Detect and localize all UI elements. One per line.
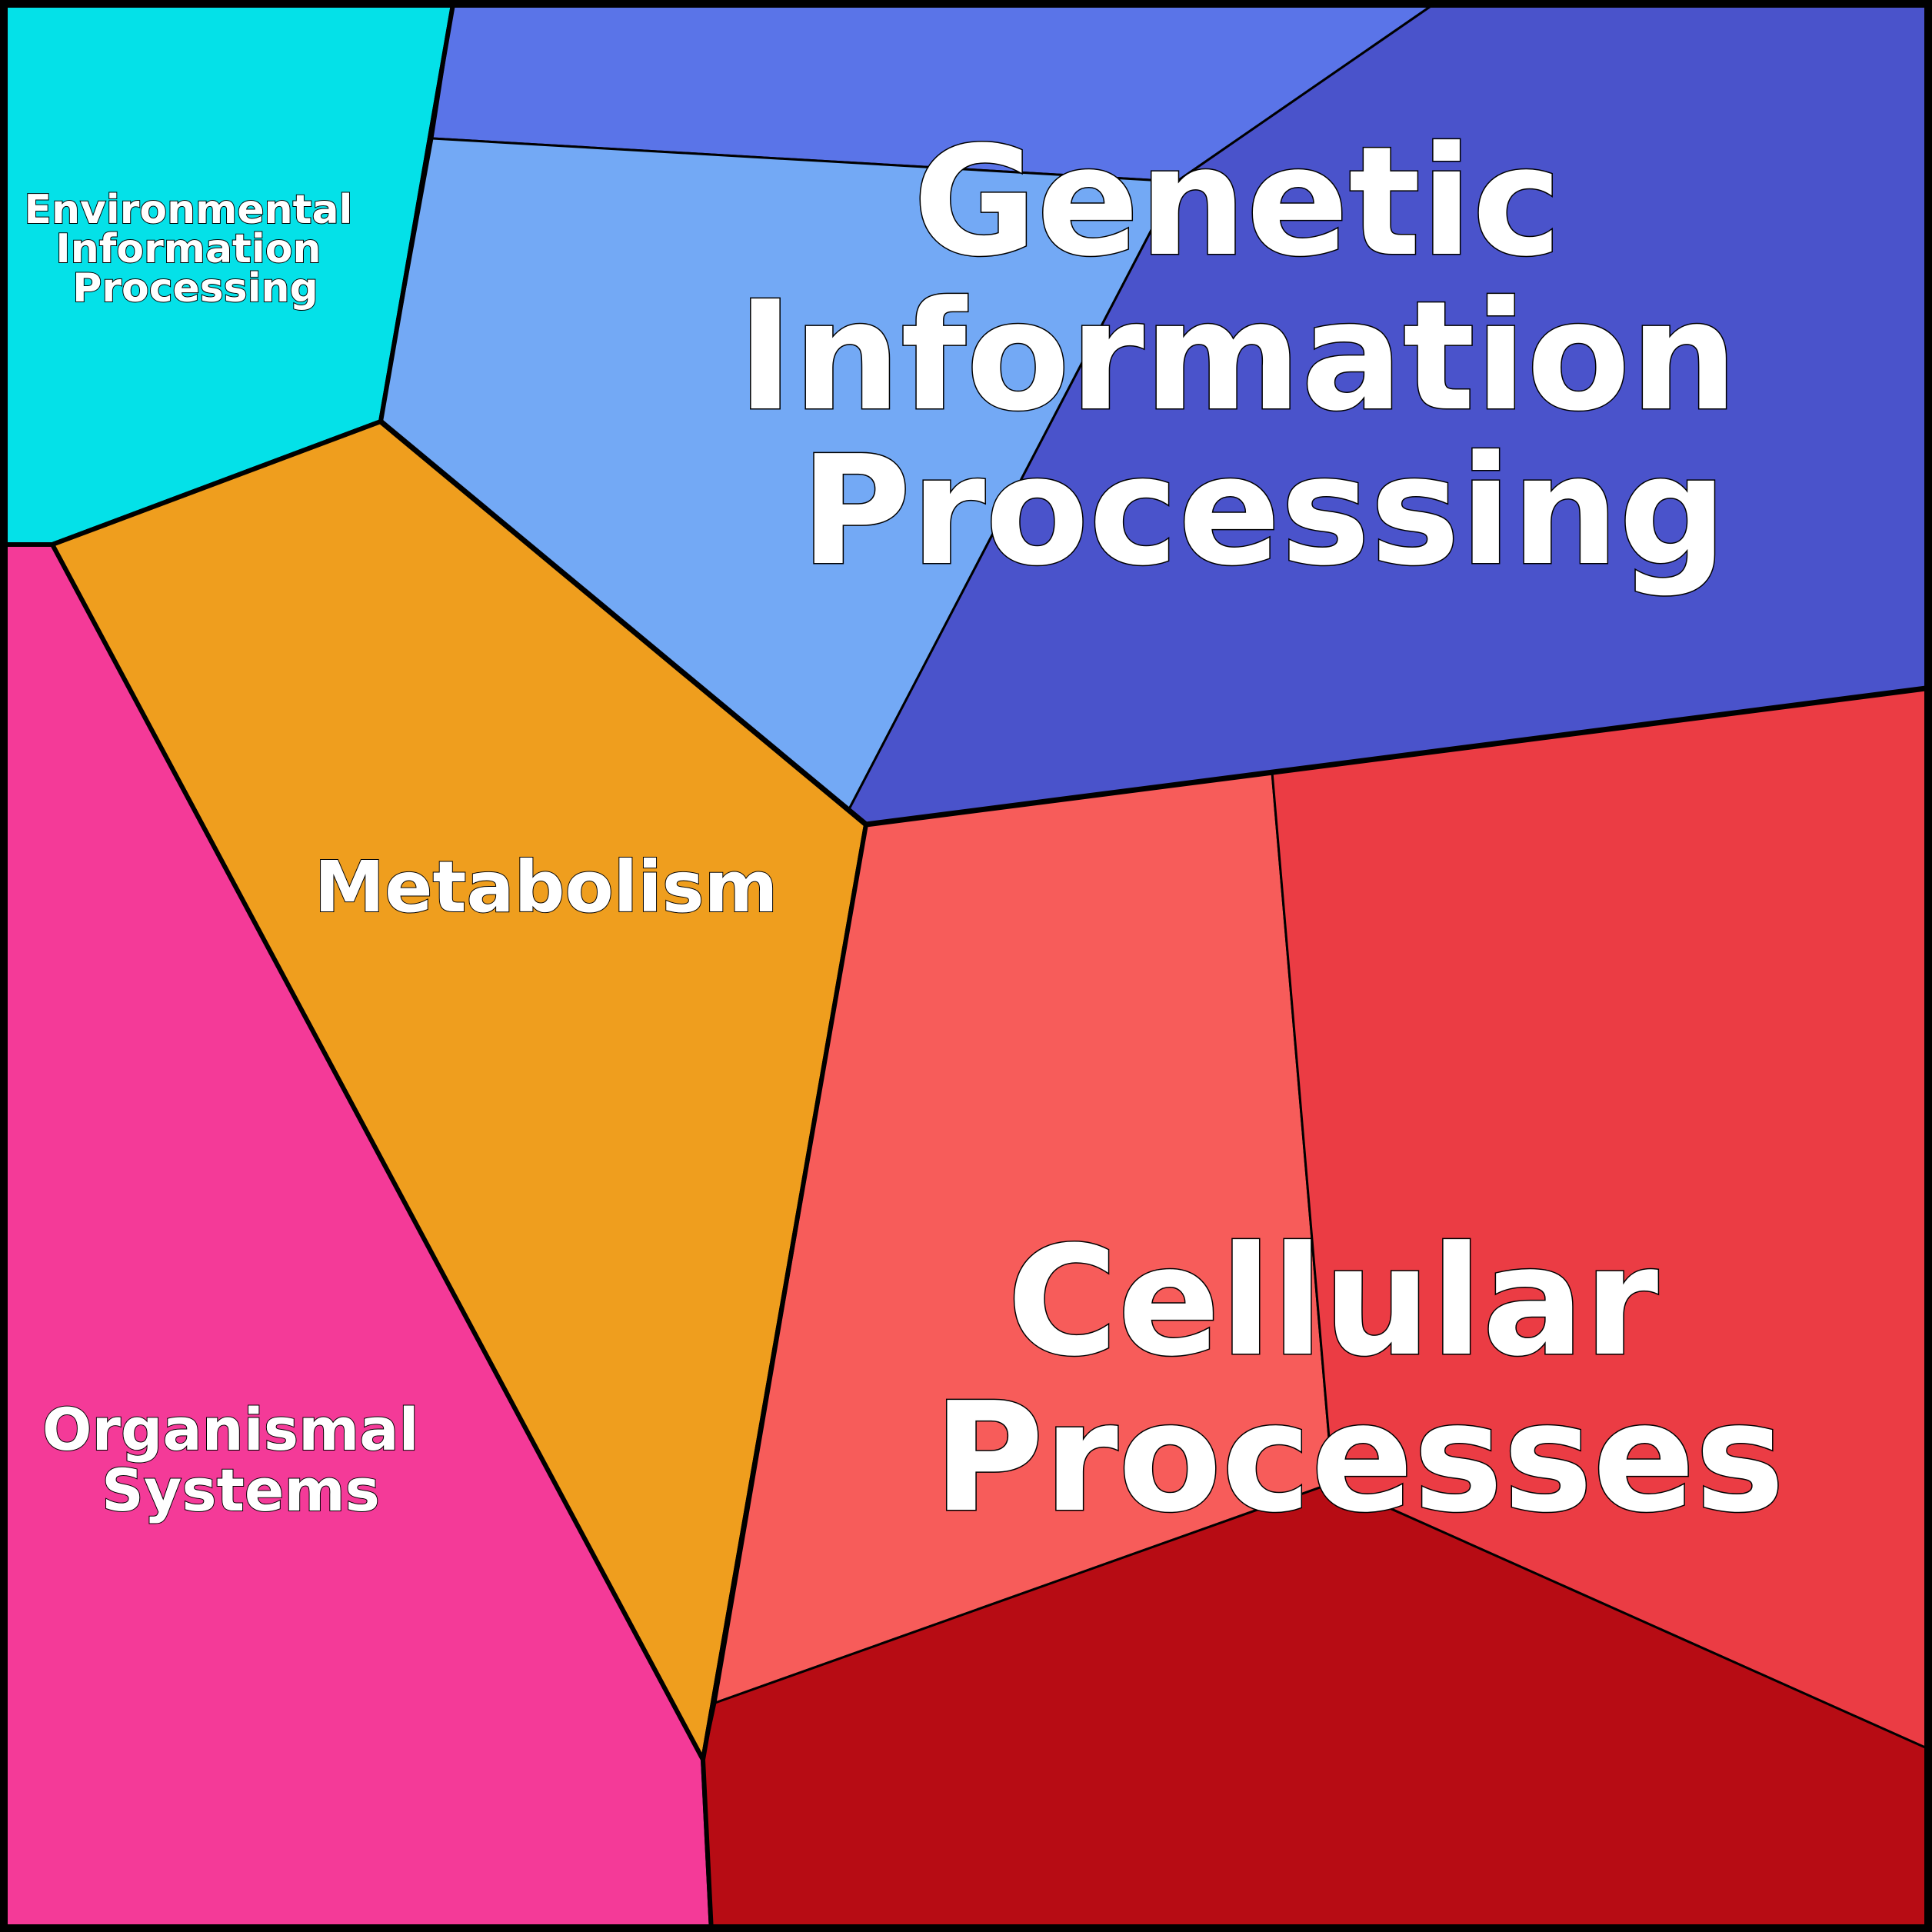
label-environmental-line-3: Processing [72,265,318,311]
label-cellular-line-1: Cellular [1007,1214,1658,1390]
label-genetic: Genetic Information Processing [738,115,1790,599]
label-organismal-line-2: Systems [102,1456,380,1524]
label-metabolism-line-1: Metabolism [315,846,778,928]
border-metabolism-right [701,824,868,1932]
border-env-left [51,0,456,547]
label-genetic-line-2: Information [738,269,1738,445]
cell-cellular-processes [701,686,1932,1932]
cell-genetic-information-processing [379,0,1932,826]
label-genetic-line-1: Genetic [913,115,1561,290]
label-cellular: Cellular Processes [934,1214,1785,1546]
label-metabolism: Metabolism [315,846,778,928]
label-environmental-line-2: Information [55,226,321,272]
label-environmental: Environmental Information Processing [24,187,366,311]
label-cellular-line-2: Processes [934,1371,1785,1546]
label-organismal-line-1: Organismal [42,1395,419,1464]
label-genetic-line-3: Processing [801,424,1727,599]
label-organismal: Organismal Systems [42,1395,439,1524]
label-environmental-line-1: Environmental [24,187,352,233]
